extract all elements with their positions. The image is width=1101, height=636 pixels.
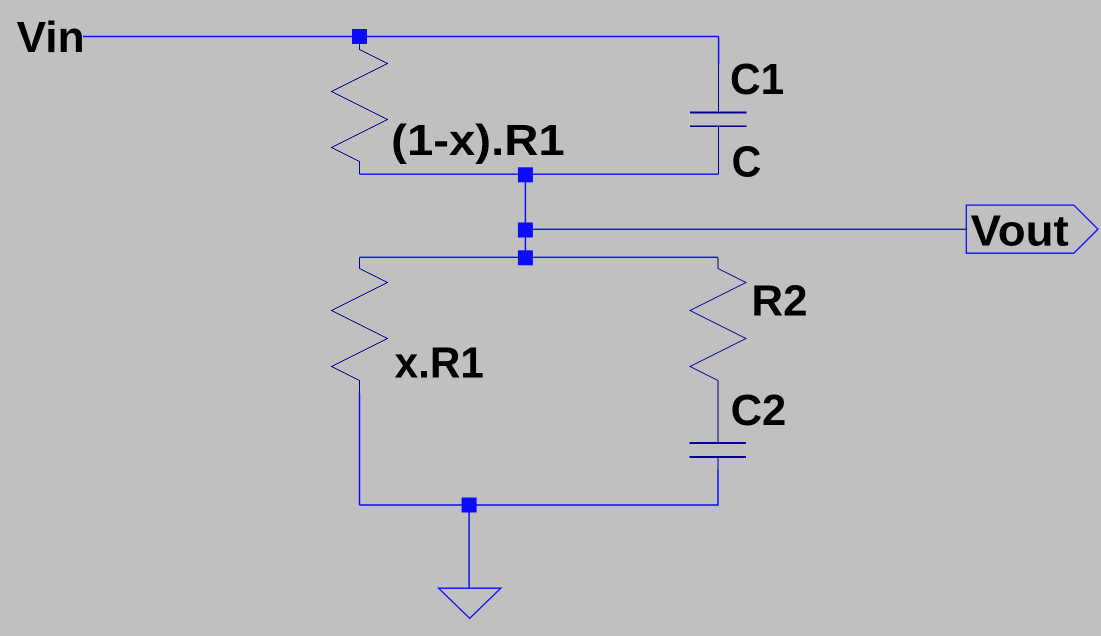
svg-text:R2: R2 [751, 277, 807, 326]
svg-text:Vin: Vin [17, 13, 85, 62]
svg-text:Vout: Vout [971, 207, 1069, 256]
svg-text:C2: C2 [731, 386, 787, 435]
svg-text:C: C [732, 138, 762, 187]
svg-text:x.R1: x.R1 [395, 339, 484, 388]
svg-text:C1: C1 [730, 55, 784, 104]
svg-text:(1-x).R1: (1-x).R1 [391, 116, 565, 165]
